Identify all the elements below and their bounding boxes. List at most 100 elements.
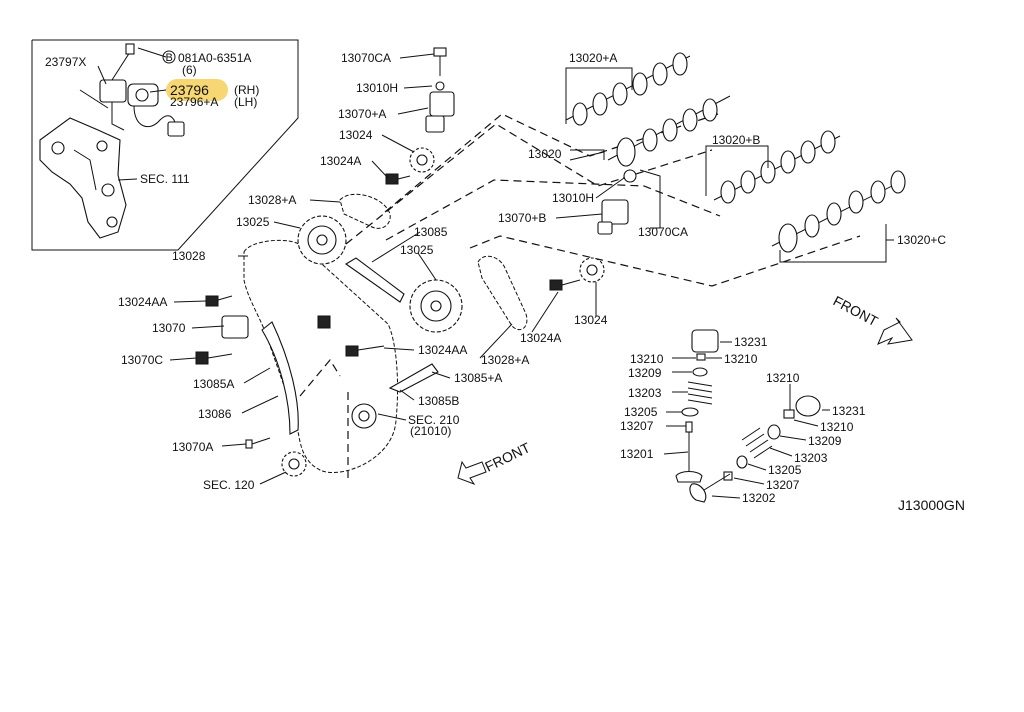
label-13070ca-top: 13070CA — [341, 51, 391, 65]
sprocket-13025-mid — [409, 279, 463, 333]
label-sec210-sub: (21010) — [410, 424, 451, 438]
label-13210-a: 13210 — [630, 352, 664, 366]
label-13070b: 13070+B — [498, 211, 546, 225]
label-13086: 13086 — [198, 407, 232, 421]
sprocket-13024-bottom — [579, 257, 605, 283]
camshaft-13020 — [607, 95, 731, 167]
spring-13203-right — [741, 427, 773, 459]
label-sec210: SEC. 210 — [408, 413, 460, 427]
sensor-23797x-illustration — [99, 43, 135, 103]
label-23796a-lh: (LH) — [234, 95, 257, 109]
label-13010h-mid: 13010H — [552, 191, 594, 205]
label-13205-left: 13205 — [624, 405, 658, 419]
front-label-right: FRONT — [831, 293, 881, 330]
label-13024-bottom: 13024 — [574, 313, 608, 327]
label-13020c: 13020+C — [897, 233, 946, 247]
tensioner-13070a — [425, 47, 455, 133]
slack-guide-13085b — [388, 363, 439, 393]
sprocket-13024-top — [409, 147, 435, 173]
label-13025-mid: 13025 — [400, 243, 434, 257]
label-13070a-bottom: 13070A — [172, 440, 213, 454]
label-13070a-top: 13070+A — [338, 107, 386, 121]
label-23797x: 23797X — [45, 55, 86, 69]
crank-sprocket-sec120 — [281, 451, 307, 477]
label-13028: 13028 — [172, 249, 206, 263]
label-13024a-top: 13024A — [320, 154, 361, 168]
label-13010h-top: 13010H — [356, 81, 398, 95]
bolt-13024a-top — [385, 173, 411, 185]
label-13203-right: 13203 — [794, 451, 828, 465]
oil-pump-sprocket-sec210 — [351, 403, 377, 429]
bolt-b-marker — [162, 50, 176, 64]
camshaft-leaders — [565, 67, 894, 263]
label-13024aa-left: 13024AA — [118, 295, 167, 309]
valve-train-left-leaders — [663, 341, 732, 455]
retainer-13209-right — [767, 424, 781, 440]
engine-front-cover-illustration — [39, 117, 127, 239]
label-13207-left: 13207 — [620, 419, 654, 433]
label-13209-left: 13209 — [628, 366, 662, 380]
seat-13205-right — [736, 455, 748, 469]
label-13085: 13085 — [414, 225, 448, 239]
seal-13207-left — [685, 421, 693, 433]
label-13020a: 13020+A — [569, 51, 617, 65]
label-13024a-bottom: 13024A — [520, 331, 561, 345]
seat-13205-left — [681, 407, 699, 417]
chain-13028a-bottom — [477, 255, 528, 330]
bolt-13024aa-mid — [317, 315, 385, 357]
label-13028a-top: 13028+A — [248, 193, 296, 207]
valve-13202-head — [689, 483, 707, 503]
label-sec120: SEC. 120 — [203, 478, 255, 492]
label-13210-b: 13210 — [724, 352, 758, 366]
label-13203-left: 13203 — [628, 386, 662, 400]
label-13210-right2: 13210 — [820, 420, 854, 434]
label-13020: 13020 — [528, 147, 562, 161]
camshaft-13020a — [565, 52, 691, 126]
sprocket-13025-left — [297, 215, 347, 265]
front-arrow-right-icon — [877, 317, 913, 345]
label-13024-top: 13024 — [339, 128, 373, 142]
valve-train-right — [689, 395, 821, 503]
shim-13210-left — [696, 353, 706, 361]
label-13025-left: 13025 — [236, 215, 270, 229]
valve-train-right-leaders — [711, 384, 830, 499]
retainer-13209-left — [692, 367, 708, 377]
tension-guide-13085a — [261, 321, 299, 435]
label-23796-rh: (RH) — [234, 83, 259, 97]
label-bolt-qty: (6) — [182, 63, 197, 77]
valve-13202-stem — [703, 473, 731, 491]
label-bolt-b: B — [166, 52, 173, 64]
highlight-23796 — [166, 79, 228, 101]
tensioner-13070 — [221, 315, 249, 339]
inset-leaders — [79, 47, 167, 181]
lifter-13231-left — [691, 329, 719, 353]
chain-13028a-top — [339, 193, 391, 229]
label-13210-right: 13210 — [766, 371, 800, 385]
spring-13203-left — [687, 381, 713, 405]
label-13070ca-mid: 13070CA — [638, 225, 688, 239]
leader-lines — [169, 53, 661, 485]
label-sec111: SEC. 111 — [140, 172, 190, 186]
tensioner-13070b — [597, 169, 637, 235]
label-13209-right: 13209 — [808, 434, 842, 448]
front-label-left: FRONT — [482, 439, 533, 475]
label-13205-right: 13205 — [768, 463, 802, 477]
label-13085a-right: 13085+A — [454, 371, 502, 385]
label-13024aa-mid: 13024AA — [418, 343, 467, 357]
label-13231-right: 13231 — [832, 404, 866, 418]
label-13085b: 13085B — [418, 394, 459, 408]
bolt-13024aa-left — [205, 295, 233, 307]
label-23796a: 23796+A — [170, 95, 218, 109]
lifter-13231-right — [795, 395, 821, 417]
label-23796: 23796 — [170, 82, 209, 98]
valve-train-left — [675, 329, 719, 483]
label-13207-right: 13207 — [766, 478, 800, 492]
bolt-13024a-bottom — [549, 279, 581, 291]
valve-13201-head — [675, 470, 703, 483]
camshaft-13020b — [713, 130, 841, 204]
label-13201: 13201 — [620, 447, 654, 461]
bolt-13070a-bottom — [245, 437, 271, 449]
bolt-13070c — [195, 351, 233, 365]
front-arrow-left-icon — [457, 460, 487, 486]
